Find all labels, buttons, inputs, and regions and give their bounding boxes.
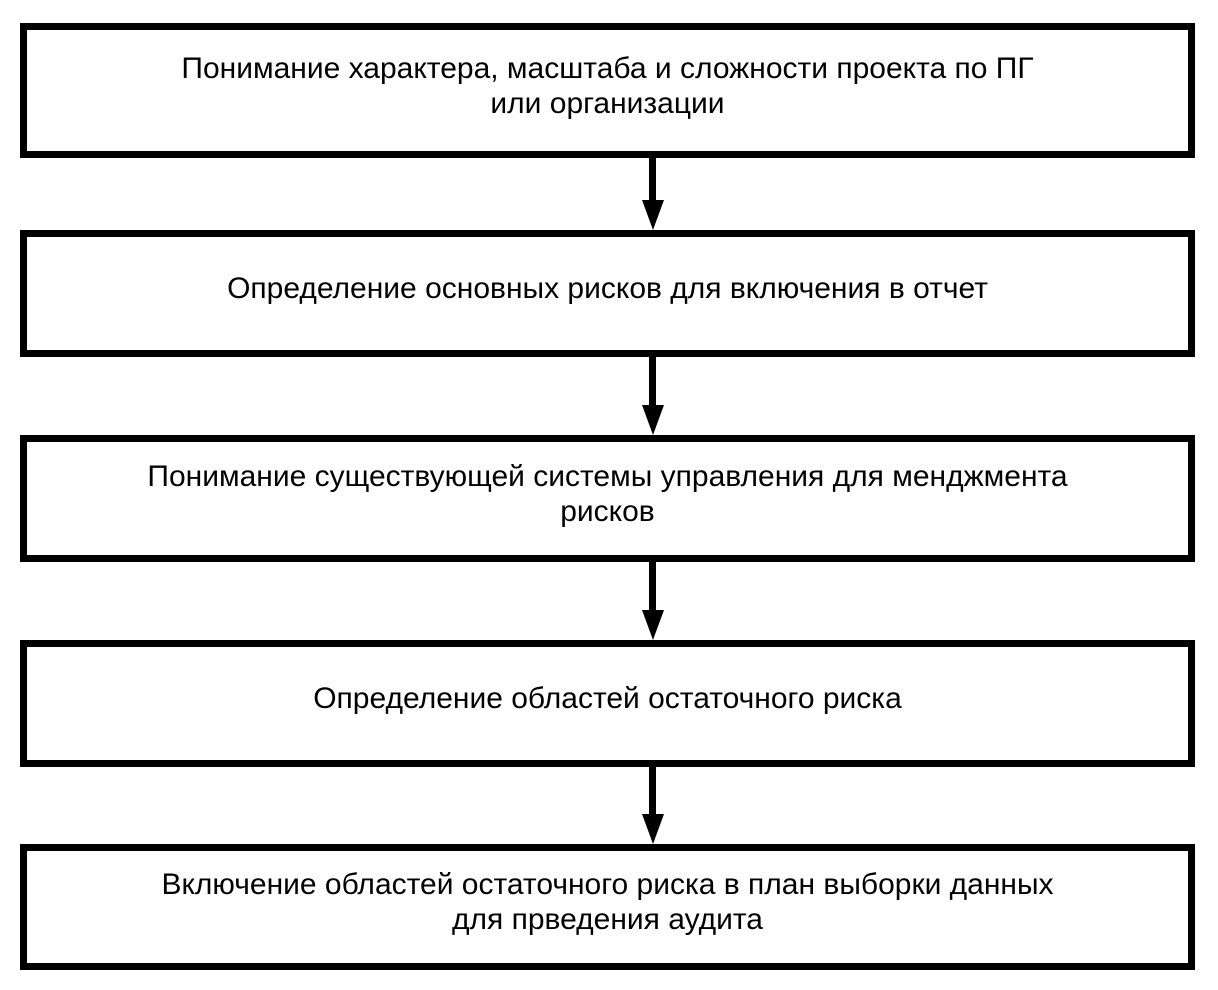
flow-step-5: Включение областей остаточного риска в п… (20, 844, 1195, 970)
arrow-stem (649, 357, 656, 407)
arrow-down-icon (642, 562, 664, 640)
arrow-down-icon (642, 767, 664, 844)
arrow-head (642, 200, 664, 230)
flow-step-1-label: Понимание характера, масштаба и сложност… (181, 51, 1034, 120)
arrow-head (642, 814, 664, 844)
flow-step-4-label: Определение областей остаточного риска (313, 682, 902, 715)
arrow-down-icon (642, 158, 664, 230)
arrow-stem (649, 767, 656, 816)
flow-step-5-label: Включение областей остаточного риска в п… (161, 868, 1054, 936)
arrow-down-icon (642, 357, 664, 435)
arrow-stem (649, 562, 656, 612)
arrow-head (642, 610, 664, 640)
arrow-head (642, 405, 664, 435)
flow-step-3-label: Понимание существующей системы управлени… (147, 459, 1068, 528)
arrow-stem (649, 158, 656, 202)
flow-step-1: Понимание характера, масштаба и сложност… (20, 23, 1195, 158)
flow-step-3: Понимание существующей системы управлени… (20, 435, 1195, 562)
flow-step-4: Определение областей остаточного риска (20, 640, 1195, 767)
flow-step-2: Определение основных рисков для включени… (20, 230, 1195, 357)
flow-step-2-label: Определение основных рисков для включени… (227, 272, 988, 305)
